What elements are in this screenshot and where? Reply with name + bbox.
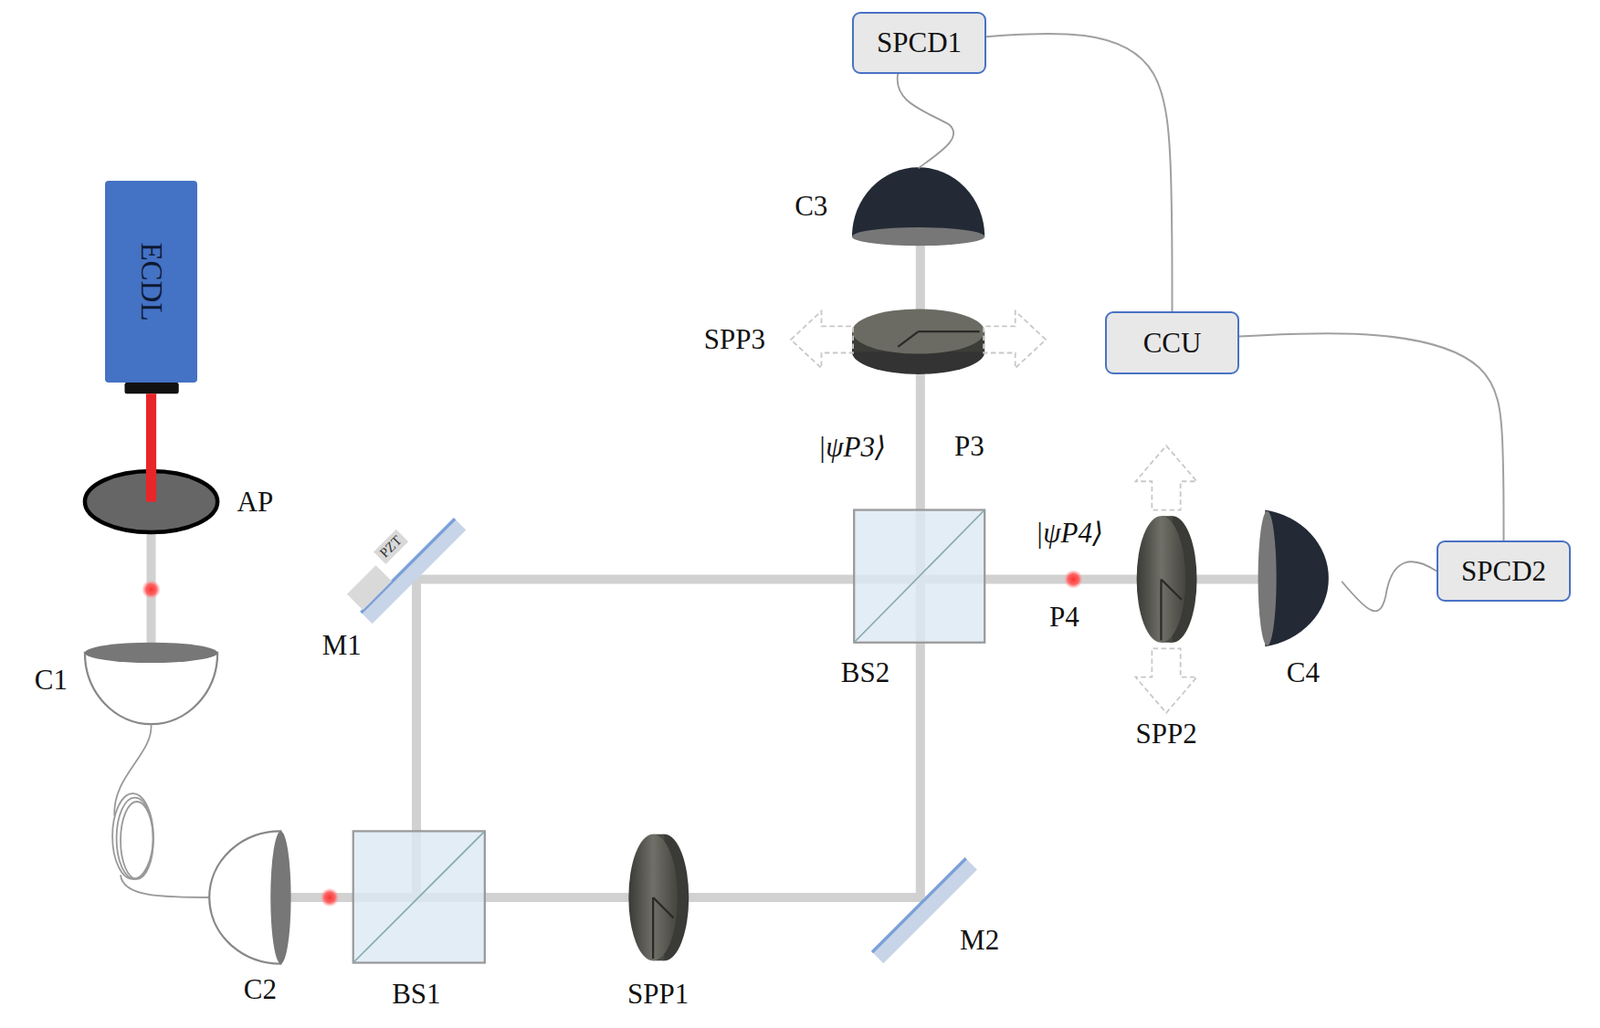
signal-cable — [1239, 333, 1505, 541]
laser-source: ECDL — [105, 180, 198, 383]
pzt-label: PZT — [373, 529, 409, 565]
spiral-phase-plate — [628, 834, 689, 962]
node-label: SPCD2 — [1461, 555, 1547, 589]
part-label: M1 — [322, 629, 362, 663]
part-label: SPP1 — [627, 978, 689, 1011]
coupler-face — [84, 642, 218, 664]
part-label: M2 — [959, 924, 1000, 958]
coupler-face — [852, 227, 985, 246]
beam-spot — [320, 888, 339, 907]
part-label: AP — [237, 485, 274, 519]
signal-cable — [986, 33, 1173, 312]
part-label: C3 — [794, 189, 828, 223]
mirror — [345, 503, 467, 625]
beam-spot — [1063, 569, 1083, 589]
part-label: SPP3 — [704, 323, 766, 357]
part-label: BS1 — [391, 978, 441, 1011]
fiber-coupler — [209, 831, 281, 964]
beam-splitter — [853, 510, 985, 643]
part-label: C4 — [1286, 656, 1320, 690]
node-label: CCU — [1143, 326, 1202, 360]
part-label: C1 — [34, 663, 68, 697]
spiral-phase-plate — [1136, 515, 1198, 643]
coupler-face — [270, 831, 291, 964]
beam-splitter — [353, 831, 485, 963]
light-beams — [151, 236, 1276, 898]
detector-box: SPCD2 — [1436, 540, 1571, 602]
fiber-coupler — [84, 652, 218, 725]
port-label: P3 — [954, 430, 985, 464]
detector-box: SPCD1 — [852, 11, 987, 74]
state-label: |ψP3⟩ — [818, 430, 886, 464]
node-label: SPCD1 — [876, 26, 962, 60]
spiral-phase-plate — [852, 308, 985, 374]
optical-fiber — [112, 724, 215, 898]
state-label: |ψP4⟩ — [1035, 515, 1104, 550]
part-label: BS2 — [841, 656, 890, 690]
port-label: P4 — [1049, 600, 1080, 634]
beam-splitter-diagonal — [353, 831, 485, 963]
part-label: SPP2 — [1136, 717, 1198, 751]
laser-beam — [146, 393, 157, 502]
beam-spot — [141, 580, 160, 600]
coupler-face — [1258, 511, 1277, 646]
node-label: ECDL — [134, 242, 169, 321]
optical-fiber — [897, 73, 1437, 611]
laser-aperture — [125, 382, 179, 394]
detector-coupler — [852, 167, 985, 237]
coincidence-unit-box: CCU — [1105, 311, 1240, 375]
part-label: C2 — [243, 973, 277, 1007]
beam-splitter-diagonal — [853, 510, 985, 643]
